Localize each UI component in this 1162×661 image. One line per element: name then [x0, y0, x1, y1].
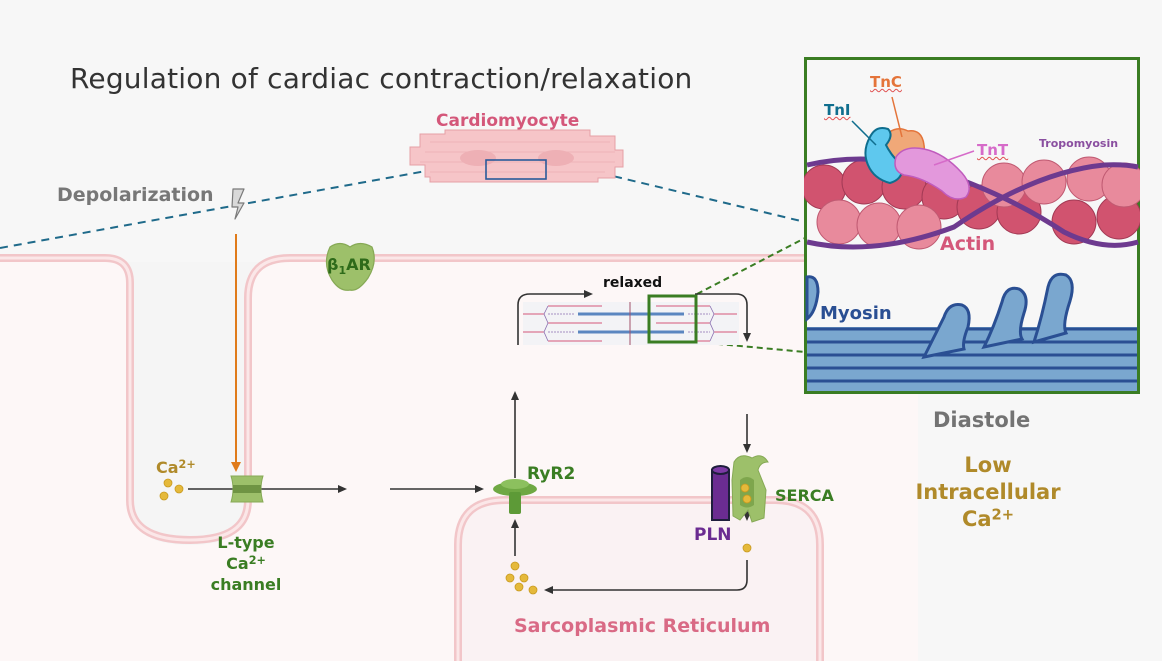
diastole-label: Diastole — [933, 408, 1031, 432]
myofilament-inset — [804, 57, 1140, 394]
l-type-line2: Ca2+ — [196, 553, 296, 574]
l-type-line3: channel — [210, 575, 282, 594]
low-line1: Low — [964, 453, 1012, 477]
tropomyosin-strand — [806, 156, 1139, 248]
beta1-ar-label: β1AR — [327, 255, 371, 277]
beta-subscript: 1 — [338, 264, 347, 278]
arrowhead — [544, 586, 553, 594]
depolarization-label: Depolarization — [57, 184, 214, 206]
arrowhead — [338, 485, 347, 493]
pln-icon — [711, 465, 730, 521]
ryr2-label: RyR2 — [527, 464, 576, 484]
arrowhead — [475, 485, 484, 493]
serca-icon — [731, 455, 769, 523]
tnt-icon — [894, 147, 970, 200]
tni-pointer — [851, 120, 877, 146]
actin-label: Actin — [940, 233, 996, 255]
low-line2: Intracellular — [915, 480, 1061, 504]
l-type-channel-icon — [230, 475, 264, 503]
tnt-label: TnT — [977, 141, 1009, 159]
relaxed-label: relaxed — [603, 275, 663, 291]
cardiomyocyte-zoom-box — [485, 159, 547, 180]
ca-ion-label: Ca2+ — [156, 458, 196, 477]
l-type-ca: Ca — [226, 554, 249, 573]
ca-ions-sr-store — [505, 561, 538, 595]
beta1-ar-icon — [325, 242, 375, 291]
arrowhead — [743, 444, 751, 453]
low-charge: 2+ — [991, 506, 1015, 524]
low-line3: Ca2+ — [908, 506, 1068, 533]
tnt-pointer — [933, 150, 975, 166]
ca-charge: 2+ — [178, 457, 196, 471]
tni-label: TnI — [824, 101, 851, 119]
lightning-icon — [231, 188, 245, 220]
beta-symbol: β — [327, 255, 339, 274]
l-type-line1: L-type — [217, 533, 275, 552]
myosin-filament — [805, 272, 1137, 391]
myosin-label: Myosin — [820, 303, 892, 324]
tnc-label: TnC — [870, 73, 902, 91]
sarcolemma-inner — [0, 256, 918, 542]
tropomyosin-label: Tropomyosin — [1039, 137, 1119, 150]
l-type-channel-label: L-type Ca2+ channel — [196, 532, 296, 595]
inset-zoom-line-bottom — [696, 341, 806, 353]
pln-label: PLN — [694, 525, 732, 545]
low-intracellular-ca-label: Low Intracellular Ca2+ — [908, 452, 1068, 533]
arrowhead — [511, 519, 519, 528]
low-ca: Ca — [961, 507, 992, 531]
ca-ion-sr — [742, 543, 752, 553]
ryr2-icon — [493, 479, 537, 514]
depolarization-arrowhead — [231, 462, 241, 472]
sarcomere-zoom-box — [647, 294, 698, 344]
inset-zoom-line-top — [696, 237, 806, 295]
sarcomere-icon — [523, 294, 739, 345]
diastole-panel — [918, 395, 1162, 661]
arrowhead — [511, 391, 519, 400]
cardiomyocyte-icon — [409, 129, 624, 183]
tropomyosin-strand-2 — [806, 162, 1139, 250]
relaxed-loop-arrow-left — [517, 293, 584, 345]
relaxed-loop-arrow-right — [695, 293, 748, 333]
sarcoplasmic-reticulum-label: Sarcoplasmic Reticulum — [514, 615, 771, 637]
ca-text: Ca — [156, 458, 179, 477]
serca-label: SERCA — [775, 486, 834, 505]
sr-membrane-inner — [456, 498, 822, 661]
ca-ions-extracellular — [159, 478, 184, 501]
sr-return-arrow — [553, 560, 748, 591]
page-title: Regulation of cardiac contraction/relaxa… — [70, 62, 693, 95]
cardiomyocyte-label: Cardiomyocyte — [436, 111, 580, 131]
l-type-charge: 2+ — [248, 553, 266, 567]
zoom-line-left — [0, 159, 488, 249]
tnc-pointer — [891, 96, 903, 138]
arrowhead — [584, 290, 593, 298]
arrowhead — [743, 333, 751, 342]
ar-text: AR — [346, 255, 371, 274]
